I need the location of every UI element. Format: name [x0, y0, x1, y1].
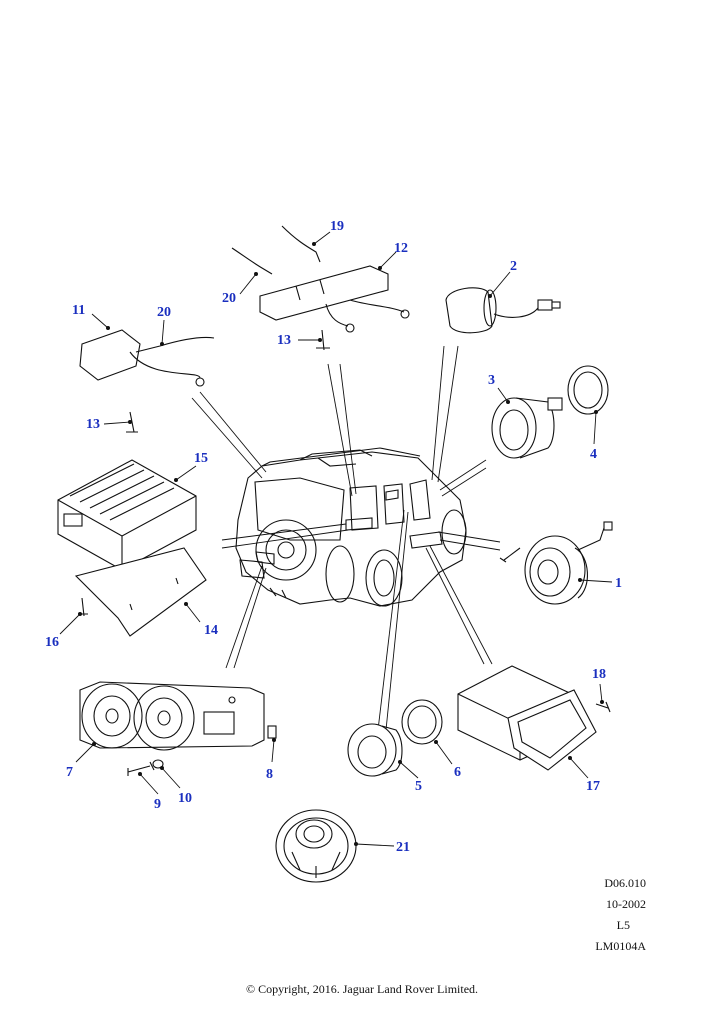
- bolt-part-9: [127, 761, 155, 776]
- door-speaker-part-1: [499, 521, 613, 605]
- leader-lines: [191, 345, 501, 731]
- callout-2: 2: [510, 259, 517, 274]
- callout-6: 6: [454, 765, 461, 780]
- callout-7: 7: [66, 765, 73, 780]
- callout-9: 9: [154, 797, 161, 812]
- reference-date: 10-2002: [606, 897, 646, 911]
- callout-5: 5: [415, 779, 422, 794]
- subwoofer-enclosure-part-7: [79, 681, 265, 751]
- callout-10: 10: [178, 791, 192, 806]
- callout-21: 21: [396, 840, 410, 855]
- box-enclosure-part-17: [457, 665, 597, 771]
- callout-19: 19: [330, 219, 344, 234]
- callout-17: 17: [586, 779, 600, 794]
- bolt-part-13-top: [316, 329, 330, 351]
- reference-level: L5: [616, 918, 630, 932]
- callout-12: 12: [394, 241, 408, 256]
- reference-code: D06.010: [604, 876, 646, 890]
- speaker-part-21: [275, 809, 357, 883]
- bracket-part-11: [79, 329, 215, 387]
- fixing-part-18: [595, 701, 611, 713]
- callout-15: 15: [194, 451, 208, 466]
- illustration-number: LM0104A: [595, 939, 646, 953]
- callout-13-top: 13: [277, 333, 291, 348]
- fixing-part-8: [267, 725, 277, 739]
- mounting-bracket-part-14: [74, 547, 207, 637]
- speaker-part-3: [491, 397, 563, 459]
- cable-part-19: [281, 225, 321, 263]
- callout-8: 8: [266, 767, 273, 782]
- speaker-ring-part-4: [567, 365, 609, 415]
- callout-18: 18: [592, 667, 606, 682]
- callout-11: 11: [72, 303, 85, 318]
- callout-13-left: 13: [86, 417, 100, 432]
- cable-part-20-top: [231, 247, 273, 275]
- tweeter-part-2: [445, 287, 561, 334]
- callout-14: 14: [204, 623, 218, 638]
- callout-3: 3: [488, 373, 495, 388]
- washer-part-10: [152, 759, 164, 769]
- module-part-12: [259, 265, 410, 333]
- callout-labels: 1 2 3 4 5 6 7 8 9 10 11 12 13 13 14 15 1…: [45, 219, 622, 855]
- callout-20-left: 20: [157, 305, 171, 320]
- copyright-notice: © Copyright, 2016. Jaguar Land Rover Lim…: [245, 982, 479, 996]
- speaker-part-5: [347, 723, 403, 777]
- callout-4: 4: [590, 447, 597, 462]
- callout-leaders: [59, 231, 613, 847]
- speaker-ring-part-6: [401, 699, 443, 745]
- vehicle-illustration: [235, 447, 467, 607]
- callout-1: 1: [615, 576, 622, 591]
- callout-16: 16: [45, 635, 59, 650]
- callout-20-top: 20: [222, 291, 236, 306]
